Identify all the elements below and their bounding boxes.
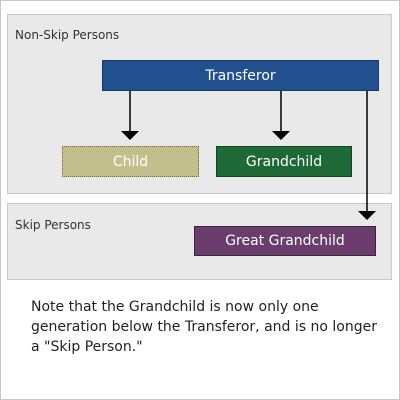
- skip-persons-label: Skip Persons: [15, 218, 91, 232]
- arrow-transferor-to-grandchild: [272, 91, 290, 140]
- grandchild-node: Grandchild: [216, 146, 352, 177]
- child-node: Child: [62, 146, 199, 177]
- great-grandchild-node: Great Grandchild: [194, 226, 376, 256]
- arrow-transferor-to-great-grandchild: [358, 91, 376, 220]
- arrow-transferor-to-child: [121, 91, 139, 140]
- non-skip-persons-label: Non-Skip Persons: [15, 28, 120, 42]
- transferor-node: Transferor: [102, 60, 379, 91]
- explanatory-note: Note that the Grandchild is now only one…: [31, 299, 377, 355]
